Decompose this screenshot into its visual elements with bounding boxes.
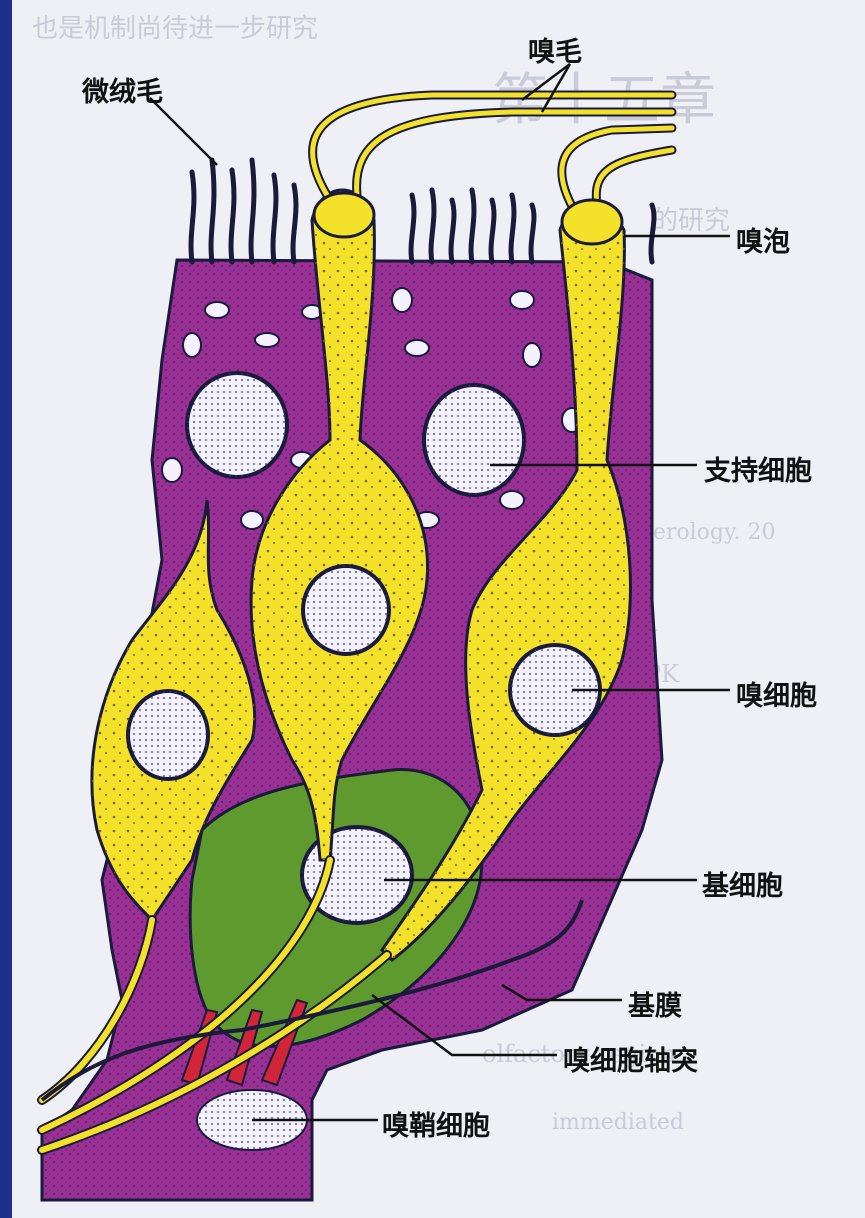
label-supporting-cell: 支持细胞 xyxy=(704,449,812,488)
figure-frame: 也是机制尚待进一步研究 第十五章 的研究 ter hepatology. gas… xyxy=(12,0,865,1218)
label-olfactory-axon: 嗅细胞轴突 xyxy=(563,1039,698,1078)
label-ensheathing-cell: 嗅鞘细胞 xyxy=(382,1104,490,1143)
label-smell-hair: 嗅毛 xyxy=(528,30,582,69)
label-olfactory-vesicle: 嗅泡 xyxy=(736,220,790,259)
label-microvilli: 微绒毛 xyxy=(82,70,163,109)
label-basement-membrane: 基膜 xyxy=(628,984,682,1023)
label-basal-cell: 基细胞 xyxy=(702,864,783,903)
olfactory-epithelium-diagram xyxy=(12,0,865,1218)
label-olfactory-cell: 嗅细胞 xyxy=(736,674,817,713)
